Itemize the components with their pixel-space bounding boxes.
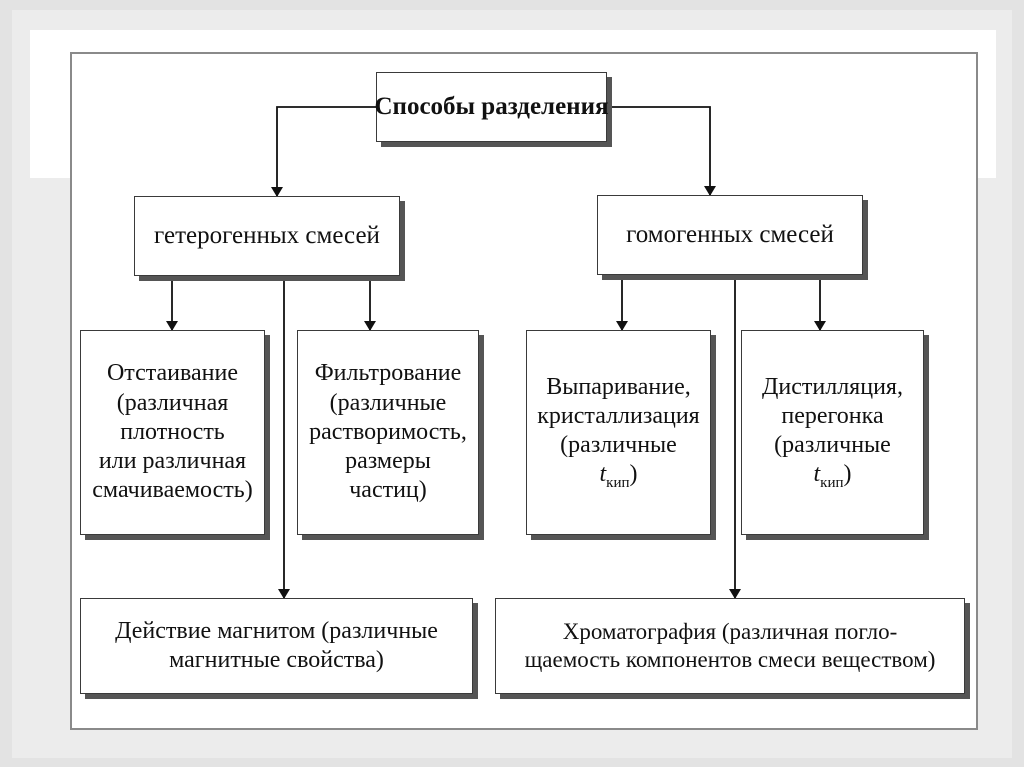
temp-symbol: t xyxy=(599,461,607,488)
homogeneous-label: гомогенных смесей xyxy=(626,220,834,248)
root-label: Способы разделения xyxy=(374,92,609,120)
settling-line-2: (различная xyxy=(116,389,229,416)
evaporation-line-1: Выпаривание, xyxy=(546,373,691,400)
temp-subscript: кип xyxy=(820,475,844,492)
settling-line-3: плотность xyxy=(120,418,225,445)
filtration-line-2: (различные xyxy=(329,389,447,416)
evaporation-line-3: (различные xyxy=(560,432,677,459)
temp-symbol: t xyxy=(813,461,821,488)
heterogeneous-label: гетерогенных смесей xyxy=(154,221,380,249)
filtration-box: Фильтрование (различные растворимость, р… xyxy=(297,330,479,535)
homogeneous-box: гомогенных смесей xyxy=(597,195,863,275)
settling-line-4: или различная xyxy=(98,448,247,475)
arrow-root-to-homogeneous xyxy=(607,106,716,196)
chromatography-line-1: Хроматография (различная погло- xyxy=(562,618,898,644)
distillation-box: Дистилляция, перегонка (различные tкип) xyxy=(741,330,924,535)
distillation-line-2: перегонка xyxy=(781,402,884,429)
arrow-root-to-heterogeneous xyxy=(271,106,376,197)
chromatography-line-2: щаемость компонентов смеси веществом) xyxy=(524,647,936,672)
root-box: Способы разделения xyxy=(374,72,609,142)
temp-subscript: кип xyxy=(606,475,630,492)
magnet-box: Действие магнитом (различные магнитные с… xyxy=(80,598,473,694)
evaporation-box: Выпаривание, кристаллизация (различные t… xyxy=(526,330,711,535)
settling-line-1: Отстаивание xyxy=(106,360,239,387)
distillation-boiling-temp: tкип) xyxy=(813,460,851,492)
distillation-line-3: (различные xyxy=(774,432,891,459)
heterogeneous-box: гетерогенных смесей xyxy=(134,196,400,276)
evaporation-line-2: кристаллизация xyxy=(537,402,700,429)
evaporation-boiling-temp: tкип) xyxy=(599,460,637,492)
filtration-line-3: растворимость, xyxy=(309,418,467,445)
settling-line-5: смачиваемость) xyxy=(92,477,253,504)
filtration-line-1: Фильтрование xyxy=(314,360,462,387)
distillation-line-1: Дистилляция, xyxy=(762,373,903,400)
settling-box: Отстаивание (различная плотность или раз… xyxy=(80,330,265,535)
chromatography-box: Хроматография (различная погло- щаемость… xyxy=(495,598,965,694)
magnet-line-1: Действие магнитом (различные xyxy=(115,617,438,644)
filtration-line-4: размеры xyxy=(345,448,431,475)
closing-paren: ) xyxy=(843,461,852,488)
filtration-line-5: частиц) xyxy=(349,477,427,504)
closing-paren: ) xyxy=(629,461,638,488)
magnet-line-2: магнитные свойства) xyxy=(169,647,384,673)
